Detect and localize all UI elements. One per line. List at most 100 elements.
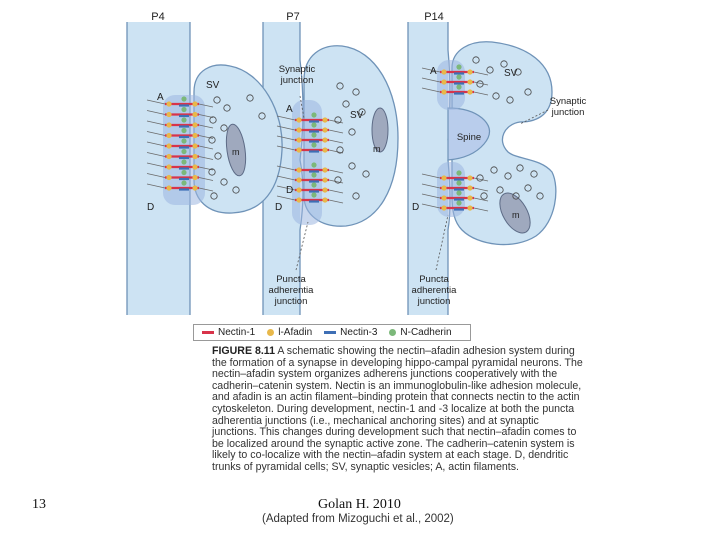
afadin-dot <box>322 137 327 142</box>
legend-item: Nectin-3 <box>324 327 377 338</box>
mito-label: m <box>512 210 520 220</box>
actin-label: A <box>286 104 293 115</box>
slide-number: 13 <box>32 497 46 513</box>
puncta-adherentia-label: junction <box>274 296 308 307</box>
afadin-dot <box>166 154 171 159</box>
puncta-adherentia-label: adherentia <box>269 285 315 296</box>
afadin-dot <box>322 167 327 172</box>
legend-label: l-Afadin <box>278 327 312 338</box>
n-cadherin-dot <box>456 74 461 79</box>
n-cadherin-dot <box>456 200 461 205</box>
dendrite-label: D <box>147 202 154 213</box>
afadin-dot <box>296 187 301 192</box>
afadin-dot <box>322 177 327 182</box>
synaptic-junction-label: junction <box>551 107 585 118</box>
legend-swatch <box>324 331 336 334</box>
n-cadherin-dot <box>181 138 186 143</box>
n-cadherin-dot <box>181 96 186 101</box>
legend-swatch <box>389 329 396 336</box>
afadin-dot <box>166 175 171 180</box>
puncta-adherentia-label: Puncta <box>276 274 306 285</box>
afadin-dot <box>192 122 197 127</box>
sv-label: SV <box>206 80 220 91</box>
footer-text: Golan H. 2010 <box>318 497 401 513</box>
afadin-dot <box>467 195 472 200</box>
afadin-dot <box>296 127 301 132</box>
synaptic-junction-label: Synaptic <box>550 96 587 107</box>
afadin-dot <box>192 133 197 138</box>
spine-label: Spine <box>457 132 481 143</box>
afadin-dot <box>296 197 301 202</box>
afadin-dot <box>166 164 171 169</box>
afadin-dot <box>166 101 171 106</box>
afadin-dot <box>441 195 446 200</box>
afadin-dot <box>192 112 197 117</box>
mito-label: m <box>373 144 381 154</box>
dendrite-label: D <box>412 202 419 213</box>
n-cadherin-dot <box>181 170 186 175</box>
afadin-dot <box>192 143 197 148</box>
actin-label: A <box>157 92 164 103</box>
afadin-dot <box>166 185 171 190</box>
afadin-dot <box>296 137 301 142</box>
afadin-dot <box>192 101 197 106</box>
n-cadherin-dot <box>181 117 186 122</box>
puncta-adherentia-label: junction <box>417 296 451 307</box>
afadin-dot <box>192 164 197 169</box>
afadin-dot <box>192 185 197 190</box>
dendrite-label-2: D <box>286 185 293 196</box>
afadin-dot <box>441 175 446 180</box>
afadin-dot <box>192 175 197 180</box>
synaptic-junction-label: Synaptic <box>279 64 316 75</box>
n-cadherin-dot <box>456 64 461 69</box>
actin-label: A <box>430 66 437 77</box>
sv-label: SV <box>504 68 518 79</box>
figure-credit: (Adapted from Mizoguchi et al., 2002) <box>262 513 454 525</box>
afadin-dot <box>467 205 472 210</box>
afadin-dot <box>441 89 446 94</box>
legend-item: l-Afadin <box>267 327 312 338</box>
legend: Nectin-1 l-Afadin Nectin-3 N-Cadherin <box>193 324 471 341</box>
n-cadherin-dot <box>181 149 186 154</box>
afadin-dot <box>467 185 472 190</box>
puncta-adherentia-label: adherentia <box>412 285 458 296</box>
afadin-dot <box>296 167 301 172</box>
n-cadherin-dot <box>456 170 461 175</box>
n-cadherin-dot <box>311 192 316 197</box>
dendrite-label: D <box>275 202 282 213</box>
afadin-dot <box>322 127 327 132</box>
afadin-dot <box>322 117 327 122</box>
afadin-dot <box>467 89 472 94</box>
afadin-dot <box>467 79 472 84</box>
puncta-adherentia-label: Puncta <box>419 274 449 285</box>
legend-swatch <box>202 331 214 334</box>
n-cadherin-dot <box>311 122 316 127</box>
n-cadherin-dot <box>311 132 316 137</box>
afadin-dot <box>192 154 197 159</box>
afadin-dot <box>166 133 171 138</box>
legend-label: Nectin-1 <box>218 327 255 338</box>
junction-region <box>292 100 322 225</box>
legend-swatch <box>267 329 274 336</box>
caption-text: A schematic showing the nectin–afadin ad… <box>212 345 583 473</box>
legend-label: Nectin-3 <box>340 327 377 338</box>
synaptic-junction-label: junction <box>280 75 314 86</box>
afadin-dot <box>441 79 446 84</box>
afadin-dot <box>441 185 446 190</box>
legend-label: N-Cadherin <box>400 327 451 338</box>
n-cadherin-dot <box>311 182 316 187</box>
stage-label-p7: P7 <box>286 11 299 23</box>
afadin-dot <box>166 143 171 148</box>
n-cadherin-dot <box>181 180 186 185</box>
n-cadherin-dot <box>311 162 316 167</box>
figure-caption: FIGURE 8.11 A schematic showing the nect… <box>212 346 584 474</box>
afadin-dot <box>296 147 301 152</box>
afadin-dot <box>322 197 327 202</box>
caption-label: FIGURE 8.11 <box>212 345 275 357</box>
n-cadherin-dot <box>456 84 461 89</box>
stage-label-p4: P4 <box>151 11 164 23</box>
afadin-dot <box>166 122 171 127</box>
afadin-dot <box>322 187 327 192</box>
mito-label: m <box>232 147 240 157</box>
n-cadherin-dot <box>181 159 186 164</box>
